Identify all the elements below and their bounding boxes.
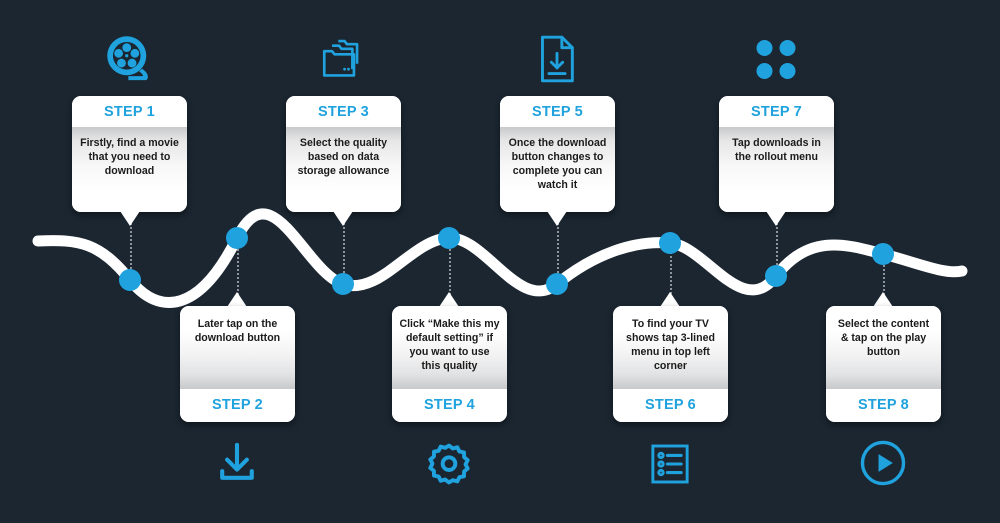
node-dot-step-1 xyxy=(119,269,141,291)
gear-icon xyxy=(425,440,473,488)
pointer-step-5 xyxy=(547,211,567,226)
node-dot-step-2 xyxy=(226,227,248,249)
step-label: STEP 6 xyxy=(613,389,728,422)
step-card-6[interactable]: To find your TV shows tap 3-lined menu i… xyxy=(613,306,728,422)
connector-step-6 xyxy=(670,243,672,306)
step-card-7[interactable]: STEP 7 Tap downloads in the rollout menu xyxy=(719,96,834,212)
pointer-step-8 xyxy=(873,292,893,307)
step-label: STEP 4 xyxy=(392,389,507,422)
step-card-3[interactable]: STEP 3 Select the quality based on data … xyxy=(286,96,401,212)
play-circle-icon xyxy=(858,438,908,488)
node-dot-step-8 xyxy=(872,243,894,265)
step-card-4[interactable]: Click “Make this my default setting” if … xyxy=(392,306,507,422)
folders-icon xyxy=(318,36,368,82)
node-dot-step-5 xyxy=(546,273,568,295)
step-label: STEP 2 xyxy=(180,389,295,422)
connector-step-7 xyxy=(776,216,778,276)
file-download-icon xyxy=(536,33,578,85)
download-icon xyxy=(214,440,260,486)
list-menu-icon xyxy=(646,440,694,488)
pointer-step-4 xyxy=(439,292,459,307)
pointer-step-7 xyxy=(766,211,786,226)
step-label: STEP 7 xyxy=(719,96,834,127)
node-dot-step-3 xyxy=(332,273,354,295)
step-text: Firstly, find a movie that you need to d… xyxy=(72,127,187,212)
step-label: STEP 1 xyxy=(72,96,187,127)
step-label: STEP 5 xyxy=(500,96,615,127)
step-text: Tap downloads in the rollout menu xyxy=(719,127,834,212)
pointer-step-6 xyxy=(660,292,680,307)
connector-step-5 xyxy=(557,216,559,284)
step-text: Click “Make this my default setting” if … xyxy=(392,306,507,389)
step-label: STEP 3 xyxy=(286,96,401,127)
step-card-1[interactable]: STEP 1 Firstly, find a movie that you ne… xyxy=(72,96,187,212)
node-dot-step-6 xyxy=(659,232,681,254)
pointer-step-1 xyxy=(120,211,140,226)
step-text: Select the content & tap on the play but… xyxy=(826,306,941,389)
pointer-step-2 xyxy=(227,292,247,307)
film-reel-icon xyxy=(104,33,156,85)
connector-step-8 xyxy=(883,254,885,306)
connector-step-1 xyxy=(130,216,132,280)
step-text: Once the download button changes to comp… xyxy=(500,127,615,212)
pointer-step-3 xyxy=(333,211,353,226)
step-card-8[interactable]: Select the content & tap on the play but… xyxy=(826,306,941,422)
node-dot-step-7 xyxy=(765,265,787,287)
node-dot-step-4 xyxy=(438,227,460,249)
four-dots-icon xyxy=(756,40,796,79)
connector-step-3 xyxy=(343,216,345,284)
step-text: Later tap on the download button xyxy=(180,306,295,389)
connector-step-4 xyxy=(449,238,451,306)
connector-step-2 xyxy=(237,238,239,306)
step-card-2[interactable]: Later tap on the download button STEP 2 xyxy=(180,306,295,422)
step-text: To find your TV shows tap 3-lined menu i… xyxy=(613,306,728,389)
step-label: STEP 8 xyxy=(826,389,941,422)
step-text: Select the quality based on data storage… xyxy=(286,127,401,212)
step-card-5[interactable]: STEP 5 Once the download button changes … xyxy=(500,96,615,212)
